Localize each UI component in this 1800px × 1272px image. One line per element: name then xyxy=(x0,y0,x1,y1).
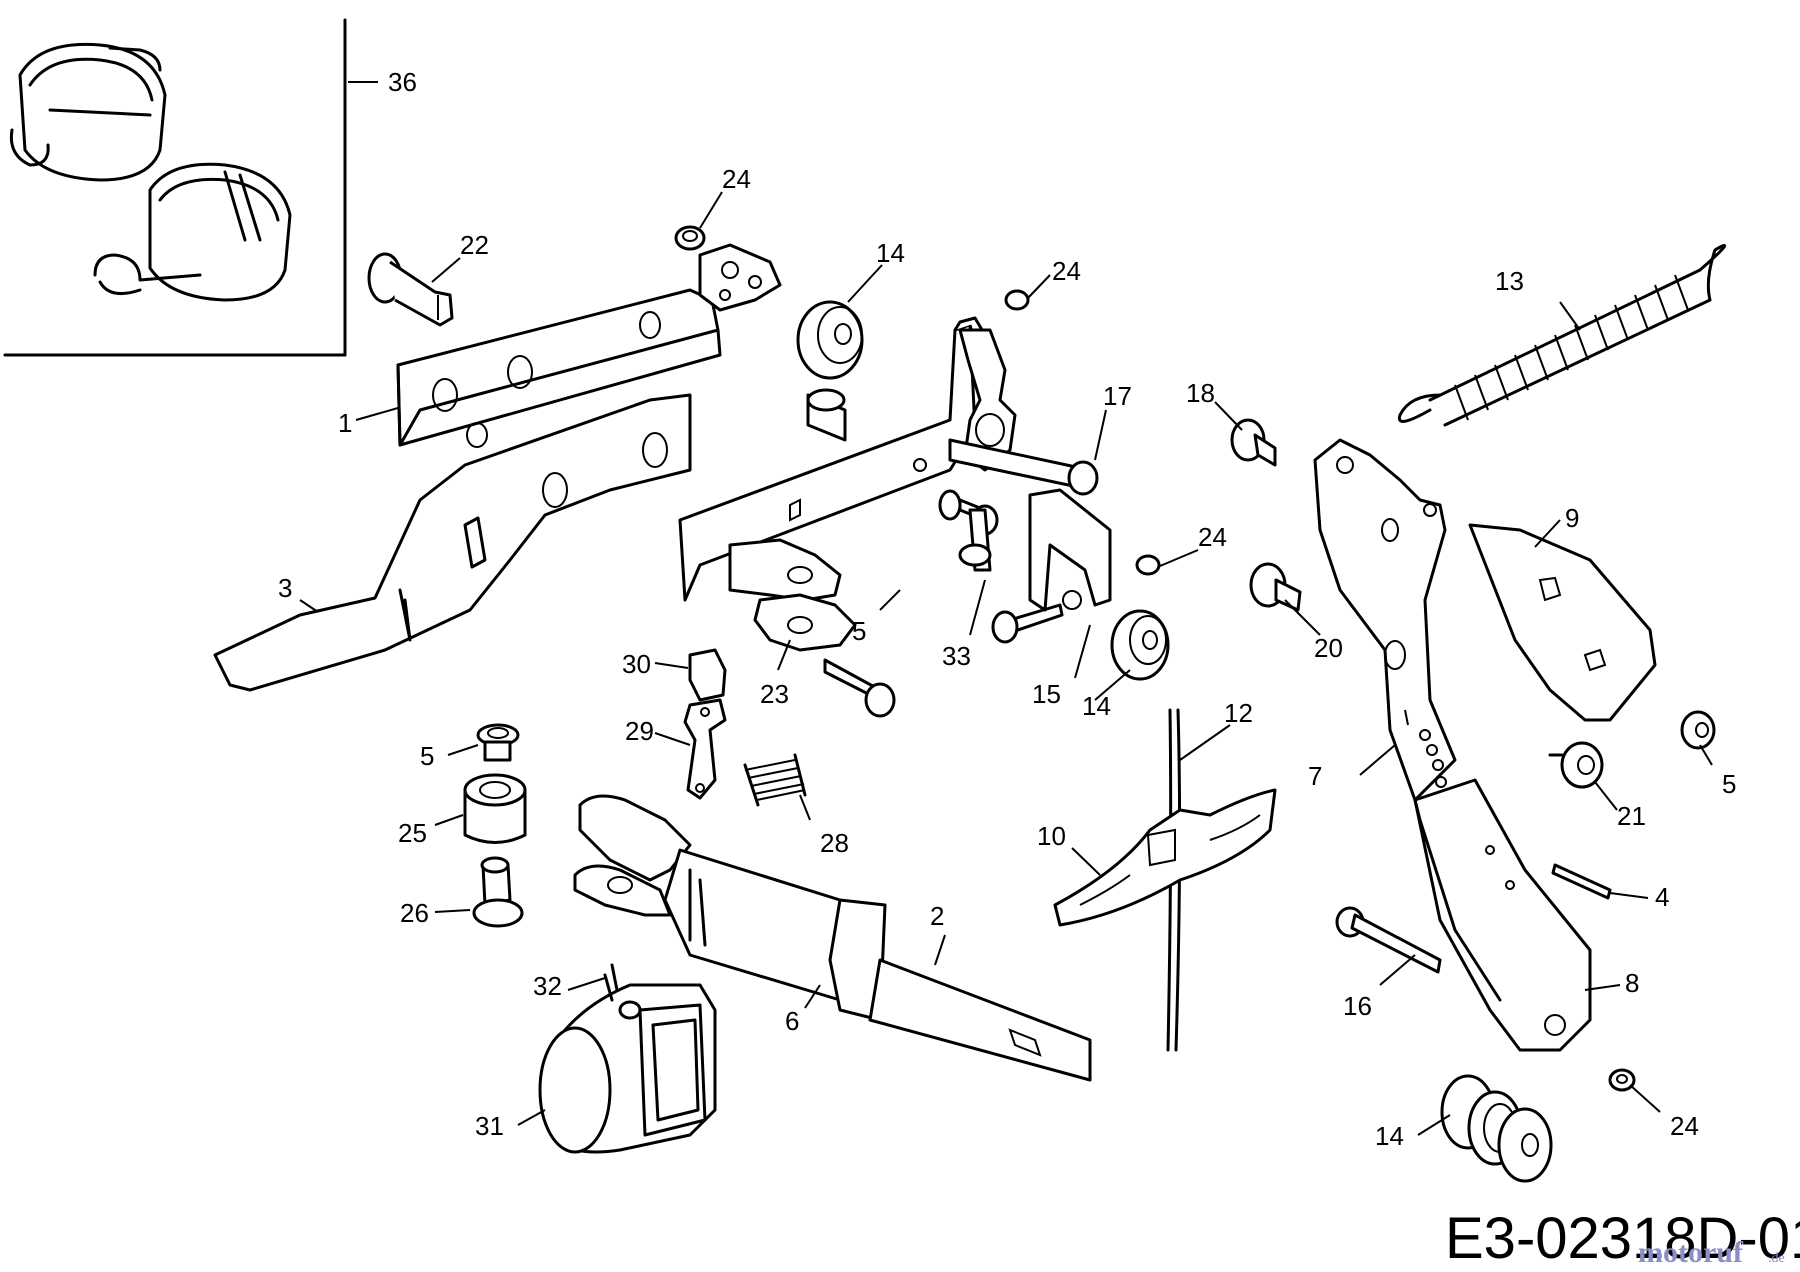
diagram-code: E3-02318D-01 xyxy=(1445,1206,1800,1271)
callout-24-center: 24 xyxy=(1052,256,1081,286)
part-14-roller-top xyxy=(796,300,864,380)
callout-5-center: 5 xyxy=(852,616,866,646)
callout-14-bottom: 14 xyxy=(1375,1121,1404,1151)
part-1-bracket xyxy=(396,243,782,448)
callout-32: 32 xyxy=(533,971,562,1001)
part-9-plate xyxy=(1468,523,1657,722)
callout-25: 25 xyxy=(398,818,427,848)
part-24-nut-top xyxy=(674,225,706,251)
callout-33: 33 xyxy=(942,641,971,671)
callout-9: 9 xyxy=(1565,503,1579,533)
callout-28: 28 xyxy=(820,828,849,858)
callout-24-bottom: 24 xyxy=(1670,1111,1699,1141)
callout-6: 6 xyxy=(785,1006,799,1036)
callout-21: 21 xyxy=(1617,801,1646,831)
callout-4: 4 xyxy=(1655,882,1669,912)
part-14-roller-center xyxy=(1110,609,1170,681)
part-30-cap xyxy=(688,648,727,702)
callout-14-top: 14 xyxy=(876,238,905,268)
part-5-bolt-left xyxy=(476,723,520,762)
callout-5-right: 5 xyxy=(1722,769,1736,799)
part-25-sleeve xyxy=(463,773,527,844)
callout-labels: 36 24 22 14 24 13 1 17 18 9 24 3 5 33 20… xyxy=(278,67,1736,1151)
callout-8: 8 xyxy=(1625,968,1639,998)
callout-5-left: 5 xyxy=(420,741,434,771)
callout-12: 12 xyxy=(1224,698,1253,728)
callout-14-center: 14 xyxy=(1082,691,1111,721)
part-31-grip xyxy=(538,963,717,1154)
part-2-telescopic-tube xyxy=(573,794,1092,1082)
callout-29: 29 xyxy=(625,716,654,746)
callout-24-top: 24 xyxy=(722,164,751,194)
part-29-plate xyxy=(683,698,727,800)
part-16-long-bolt xyxy=(1335,906,1442,974)
callout-1: 1 xyxy=(338,408,352,438)
callout-22: 22 xyxy=(460,230,489,260)
part-10-sector xyxy=(1053,788,1277,927)
part-5-bolt-right xyxy=(1680,710,1716,750)
callout-30: 30 xyxy=(622,649,651,679)
part-center-bolts xyxy=(823,438,1099,718)
part-24-nut-bottom xyxy=(1608,1068,1636,1092)
callout-24-mid: 24 xyxy=(1198,522,1227,552)
callout-2: 2 xyxy=(930,901,944,931)
callout-15: 15 xyxy=(1032,679,1061,709)
part-26-bolt xyxy=(472,856,524,928)
watermark-brand: motoruf xyxy=(1638,1236,1744,1269)
callout-36: 36 xyxy=(388,67,417,97)
part-24-nut-center xyxy=(1004,289,1161,576)
part-21-washer xyxy=(1548,741,1604,789)
watermark-suffix: .de xyxy=(1768,1251,1785,1266)
callout-18: 18 xyxy=(1186,378,1215,408)
part-15-clevis xyxy=(1028,488,1112,612)
callout-26: 26 xyxy=(400,898,429,928)
callout-23: 23 xyxy=(760,679,789,709)
part-20-bushing xyxy=(1249,562,1302,612)
part-23-lock-washers xyxy=(728,538,857,652)
part-7-long-lever xyxy=(1313,438,1457,802)
part-22-bolt xyxy=(367,252,454,327)
callout-10: 10 xyxy=(1037,821,1066,851)
part-sleeve xyxy=(806,388,847,442)
inset-frame xyxy=(3,18,347,357)
callout-31: 31 xyxy=(475,1111,504,1141)
part-3-lever xyxy=(213,393,692,692)
part-8-lower-lever xyxy=(1413,778,1592,1052)
part-28-spring xyxy=(743,753,807,807)
part-14-roller-bottom xyxy=(1440,1074,1553,1183)
callout-17: 17 xyxy=(1103,381,1132,411)
leader-lines xyxy=(299,81,1713,1136)
callout-13: 13 xyxy=(1495,266,1524,296)
part-4-pin xyxy=(1551,863,1612,900)
watermark: motoruf .de xyxy=(1638,1236,1785,1269)
part-13-spring xyxy=(1397,244,1727,427)
callout-7: 7 xyxy=(1308,761,1322,791)
callout-16: 16 xyxy=(1343,991,1372,1021)
part-36-clamp-set xyxy=(9,42,292,302)
callout-20: 20 xyxy=(1314,633,1343,663)
part-18-bushing xyxy=(1230,418,1277,467)
callout-3: 3 xyxy=(278,573,292,603)
